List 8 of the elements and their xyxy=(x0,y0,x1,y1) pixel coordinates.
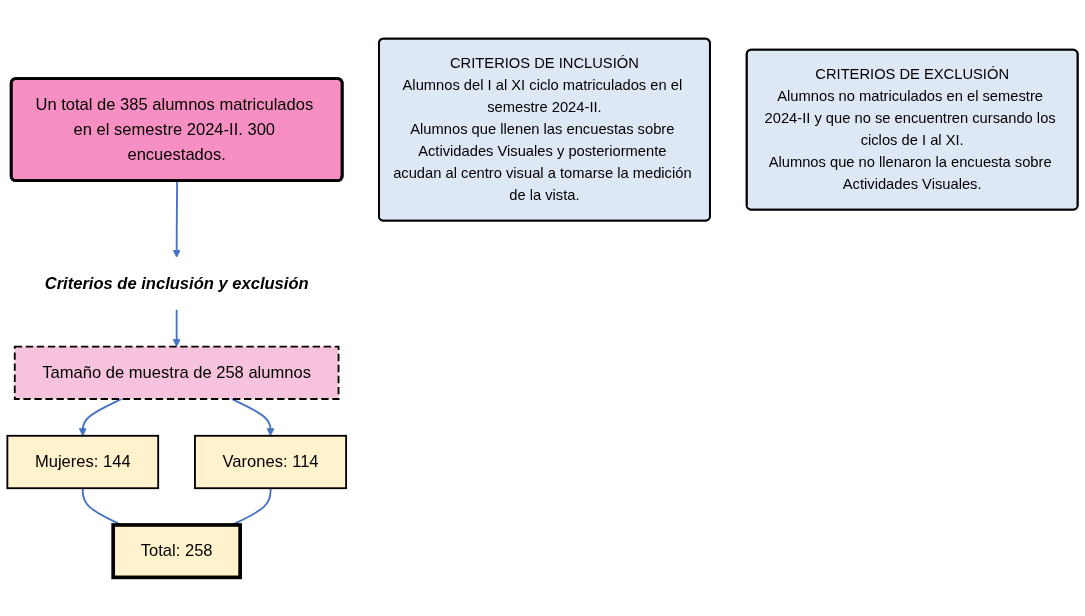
node-box: Total: 258 xyxy=(111,523,242,580)
node-text: Criterios de inclusión y exclusión xyxy=(44,273,309,293)
arrow xyxy=(172,180,181,258)
node-box: Mujeres: 144 xyxy=(6,434,160,490)
node-box: Tamaño de muestra de 258 alumnos xyxy=(13,345,340,400)
node-box: Varones: 114 xyxy=(194,434,348,490)
arrow xyxy=(78,398,123,437)
arrow xyxy=(172,308,181,347)
